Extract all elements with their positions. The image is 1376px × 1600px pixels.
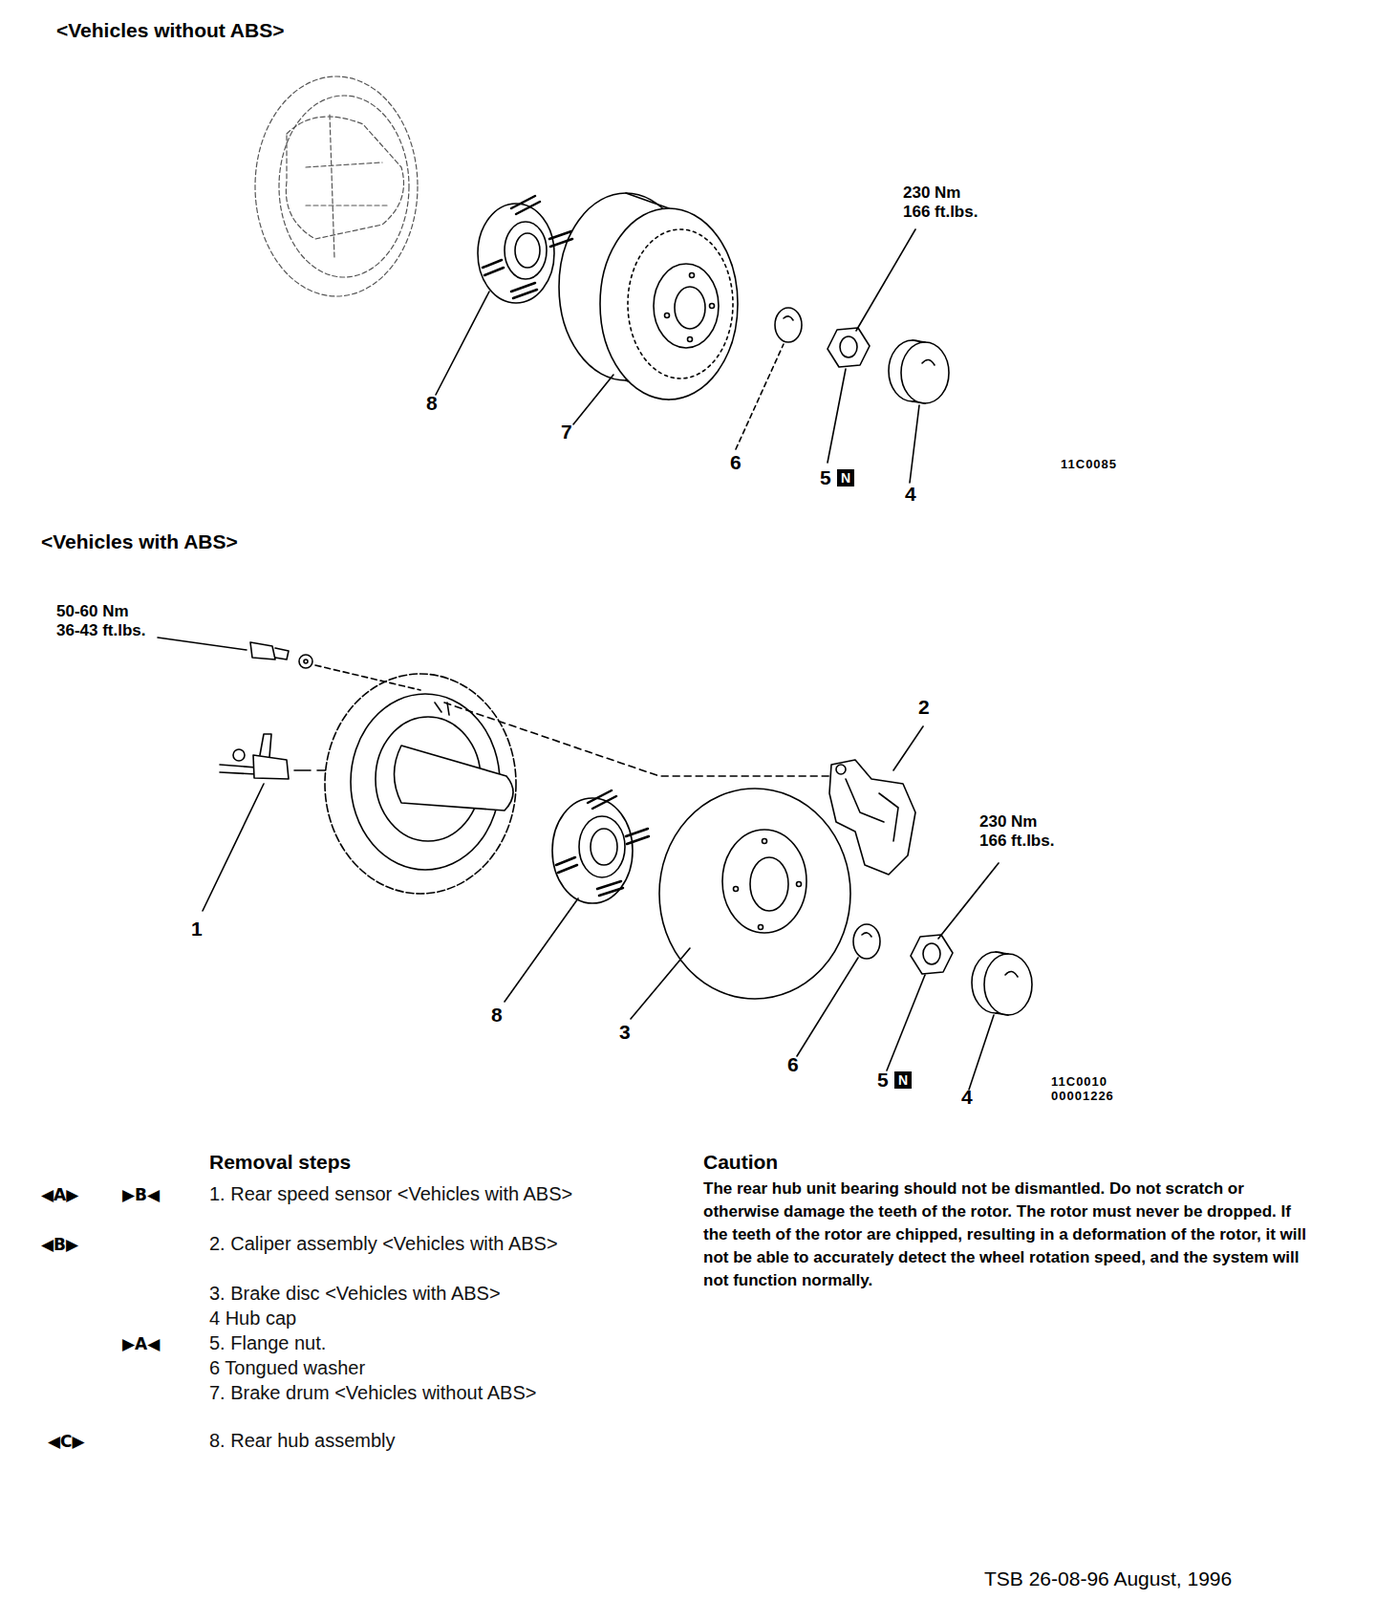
service-marker: ▶B◀ xyxy=(122,1184,160,1204)
removal-step: 4 Hub cap xyxy=(209,1306,657,1331)
callout-number: 1 xyxy=(191,917,203,941)
new-part-mark: N xyxy=(837,469,855,487)
callout-number: 3 xyxy=(619,1020,631,1044)
service-marker: ◀A▶ xyxy=(41,1184,79,1204)
removal-step: 2. Caliper assembly <Vehicles with ABS> xyxy=(209,1231,619,1256)
removal-step: 8. Rear hub assembly xyxy=(209,1428,657,1453)
caution-heading: Caution xyxy=(703,1150,778,1174)
callout-number: 5 xyxy=(877,1068,889,1092)
document-reference: TSB 26-08-96 August, 1996 xyxy=(984,1567,1232,1591)
caution-note: The rear hub unit bearing should not be … xyxy=(703,1177,1315,1292)
callout-number: 7 xyxy=(560,420,573,444)
callout-number: 6 xyxy=(730,451,742,474)
figure-code: 11C0010 00001226 xyxy=(1051,1074,1114,1103)
callout-number: 6 xyxy=(787,1053,799,1076)
callout-number: 8 xyxy=(426,391,438,415)
section-heading: <Vehicles without ABS> xyxy=(56,19,284,43)
section-heading: <Vehicles with ABS> xyxy=(41,530,238,554)
callout-number: 4 xyxy=(904,482,917,506)
new-part-mark: N xyxy=(894,1071,912,1089)
removal-step: 6 Tongued washer xyxy=(209,1355,657,1380)
service-marker: ▶A◀ xyxy=(122,1333,160,1354)
removal-step: 1. Rear speed sensor <Vehicles with ABS> xyxy=(209,1182,619,1206)
figure-code: 11C0085 xyxy=(1060,456,1118,472)
callout-number: 4 xyxy=(961,1085,973,1109)
removal-step: 5. Flange nut. xyxy=(209,1331,657,1355)
removal-step: 7. Brake drum <Vehicles without ABS> xyxy=(209,1380,619,1405)
service-marker: ◀B▶ xyxy=(41,1234,79,1254)
torque-spec: 230 Nm 166 ft.lbs. xyxy=(903,183,985,222)
removal-step: 3. Brake disc <Vehicles with ABS> xyxy=(209,1281,657,1306)
torque-spec: 230 Nm 166 ft.lbs. xyxy=(979,812,1061,851)
list-heading: Removal steps xyxy=(209,1150,351,1174)
torque-spec: 50-60 Nm 36-43 ft.lbs. xyxy=(56,602,152,641)
callout-number: 5 xyxy=(819,466,832,490)
callout-number: 2 xyxy=(918,695,930,719)
callout-number: 8 xyxy=(491,1003,503,1027)
service-marker: ◀C▶ xyxy=(47,1431,86,1451)
